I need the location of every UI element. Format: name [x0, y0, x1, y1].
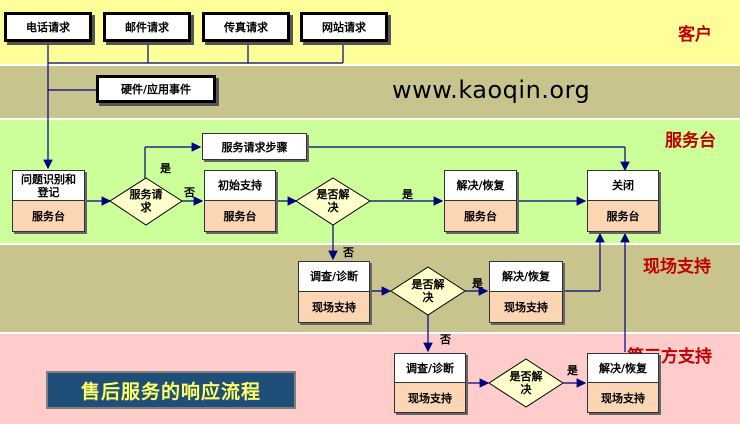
decision-diamond-2: [390, 266, 466, 316]
decision-diamond-service: [109, 177, 183, 226]
label-yes-resolved-1: 是: [402, 188, 413, 201]
initial-support-label: 初始支持: [205, 171, 275, 201]
resolve-desk-label: 解决/恢复: [445, 171, 516, 201]
investigate-field-label: 调查/诊断: [299, 262, 369, 292]
resolve-third-box: 解决/恢复 现场支持: [587, 353, 659, 413]
resolve-field-owner: 现场支持: [490, 292, 562, 322]
close-owner: 服务台: [588, 201, 658, 231]
label-yes-service: 是: [160, 162, 171, 175]
decision-resolved-1-text: 是否解决: [316, 188, 350, 214]
lane-title-field: 现场支持: [643, 257, 711, 277]
lane-title-customer: 客户: [678, 25, 712, 45]
website-url: www.kaoqin.org: [392, 76, 591, 104]
resolve-third-owner: 现场支持: [588, 383, 658, 412]
decision-resolved-2-text: 是否解决: [411, 278, 445, 304]
label-yes-resolved-2: 是: [472, 277, 483, 290]
web-request-box: 网站请求: [300, 12, 388, 42]
investigate-third-box: 调查/诊断 现场支持: [394, 353, 466, 413]
email-request-box: 邮件请求: [103, 12, 191, 42]
close-label: 关闭: [588, 171, 658, 201]
service-request-steps-box: 服务请求步骤: [202, 133, 307, 160]
label-no-resolved-2: 否: [440, 333, 451, 346]
investigate-field-owner: 现场支持: [299, 292, 369, 322]
resolve-third-label: 解决/恢复: [588, 354, 658, 383]
investigate-field-box: 调查/诊断 现场支持: [298, 261, 370, 323]
initial-support-owner: 服务台: [205, 201, 275, 231]
label-no-service: 否: [184, 186, 195, 199]
decision-diamonds: [109, 177, 564, 408]
decision-diamond-3: [488, 358, 564, 408]
identify-register-owner: 服务台: [13, 201, 84, 231]
label-no-resolved-1: 否: [343, 246, 354, 259]
connectors: [43, 44, 630, 388]
lane-title-desk: 服务台: [665, 131, 716, 151]
fax-request-box: 传真请求: [202, 12, 290, 42]
initial-support-box: 初始支持 服务台: [204, 170, 276, 232]
investigate-third-label: 调查/诊断: [395, 354, 465, 383]
hardware-event-box: 硬件/应用事件: [96, 75, 216, 103]
identify-register-label: 问题识别和登记: [13, 171, 84, 201]
lane-field-support: [0, 243, 740, 332]
resolve-desk-owner: 服务台: [445, 201, 516, 231]
decision-service-text: 服务请求: [129, 188, 163, 214]
investigate-third-owner: 现场支持: [395, 383, 465, 412]
resolve-field-label: 解决/恢复: [490, 262, 562, 292]
identify-register-box: 问题识别和登记 服务台: [12, 170, 85, 232]
bottom-title: 售后服务的响应流程: [46, 371, 296, 409]
phone-request-box: 电话请求: [4, 12, 92, 42]
close-box: 关闭 服务台: [587, 170, 659, 232]
decision-resolved-3-text: 是否解决: [509, 370, 543, 396]
label-yes-resolved-3: 是: [567, 364, 578, 377]
decision-diamond-1: [295, 177, 371, 226]
resolve-desk-box: 解决/恢复 服务台: [444, 170, 517, 232]
resolve-field-box: 解决/恢复 现场支持: [489, 261, 563, 323]
